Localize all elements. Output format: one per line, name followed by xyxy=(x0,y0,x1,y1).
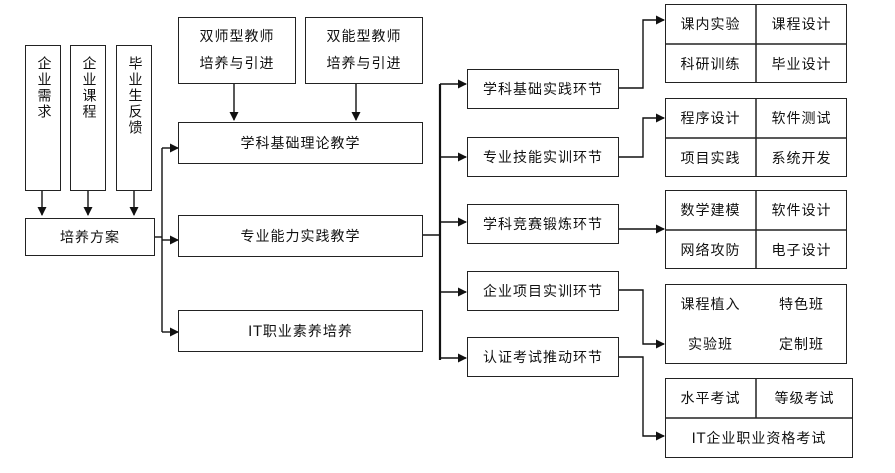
stage-certification: 认证考试推动环节 xyxy=(467,337,619,377)
outcome-cell: 软件测试 xyxy=(771,111,832,127)
outcome-grid-4 xyxy=(665,284,847,364)
arrow-stage5-out xyxy=(619,356,665,441)
outcome-cell: 科研训练 xyxy=(680,56,741,73)
dual-ability-box: 双能型教师 培养与引进 xyxy=(305,17,423,84)
arrow-stage4-out xyxy=(619,289,665,349)
arrow-stage1-out xyxy=(619,15,665,89)
stage-label: 专业技能实训环节 xyxy=(483,150,603,166)
outcome-cell: 电子设计 xyxy=(771,242,832,259)
stage-label: 学科基础实践环节 xyxy=(483,82,603,98)
stage-enterprise-project: 企业项目实训环节 xyxy=(467,271,619,311)
outcome-cell-wide: IT企业职业资格考试 xyxy=(691,431,827,447)
outcome-cell: 软件设计 xyxy=(771,203,832,219)
stage-competition: 学科竞赛锻炼环节 xyxy=(467,204,619,244)
outcome-cell: 实验班 xyxy=(688,337,733,353)
grid-5-dividers xyxy=(665,378,853,419)
theory-teaching-box: 学科基础理论教学 xyxy=(178,122,423,164)
grid-2-dividers xyxy=(665,98,847,177)
training-plan-label: 培养方案 xyxy=(60,230,120,246)
training-plan-box: 培养方案 xyxy=(25,218,155,256)
stage-basic-practice: 学科基础实践环节 xyxy=(467,69,619,109)
enterprise-demand-label: 企业需求 xyxy=(35,56,52,120)
dual-ability-line2: 培养与引进 xyxy=(326,55,402,72)
outcome-cell: 课内实验 xyxy=(680,17,741,33)
outcome-cell: 特色班 xyxy=(779,297,824,313)
outcome-cell: 定制班 xyxy=(779,337,824,353)
outcome-cell: 课程设计 xyxy=(771,17,832,33)
outcome-cell: 程序设计 xyxy=(680,111,741,127)
grid-3-dividers xyxy=(665,190,847,269)
graduate-feedback-box: 毕业生反馈 xyxy=(116,45,152,191)
enterprise-demand-box: 企业需求 xyxy=(25,45,61,191)
outcome-cell: 课程植入 xyxy=(680,297,741,313)
stage-skill-training: 专业技能实训环节 xyxy=(467,137,619,177)
dual-teacher-line1: 双师型教师 xyxy=(199,28,275,45)
outcome-cell: 等级考试 xyxy=(774,391,835,407)
outcome-cell: 系统开发 xyxy=(771,150,832,167)
practice-teaching-box: 专业能力实践教学 xyxy=(178,215,423,257)
arrow-stage2-out xyxy=(619,113,665,158)
grid-1-dividers xyxy=(665,4,847,83)
practice-teaching-label: 专业能力实践教学 xyxy=(240,229,361,245)
it-quality-label: IT职业素养培养 xyxy=(248,324,353,340)
outcome-cell: 水平考试 xyxy=(680,391,741,407)
outcome-cell: 网络攻防 xyxy=(680,242,741,259)
stage-label: 学科竞赛锻炼环节 xyxy=(483,217,603,233)
theory-teaching-label: 学科基础理论教学 xyxy=(240,136,361,152)
stage-label: 认证考试推动环节 xyxy=(483,350,603,366)
outcome-cell: 毕业设计 xyxy=(771,56,832,73)
dual-teacher-line2: 培养与引进 xyxy=(199,55,275,72)
outcome-cell: 数学建模 xyxy=(680,203,741,219)
dual-ability-line1: 双能型教师 xyxy=(326,28,402,45)
outcome-cell: 项目实践 xyxy=(680,150,741,167)
enterprise-course-box: 企业课程 xyxy=(70,45,106,191)
graduate-feedback-label: 毕业生反馈 xyxy=(126,56,143,136)
dual-teacher-box: 双师型教师 培养与引进 xyxy=(178,17,296,84)
stage-label: 企业项目实训环节 xyxy=(483,284,603,300)
enterprise-course-label: 企业课程 xyxy=(80,56,97,120)
it-quality-box: IT职业素养培养 xyxy=(178,310,423,352)
